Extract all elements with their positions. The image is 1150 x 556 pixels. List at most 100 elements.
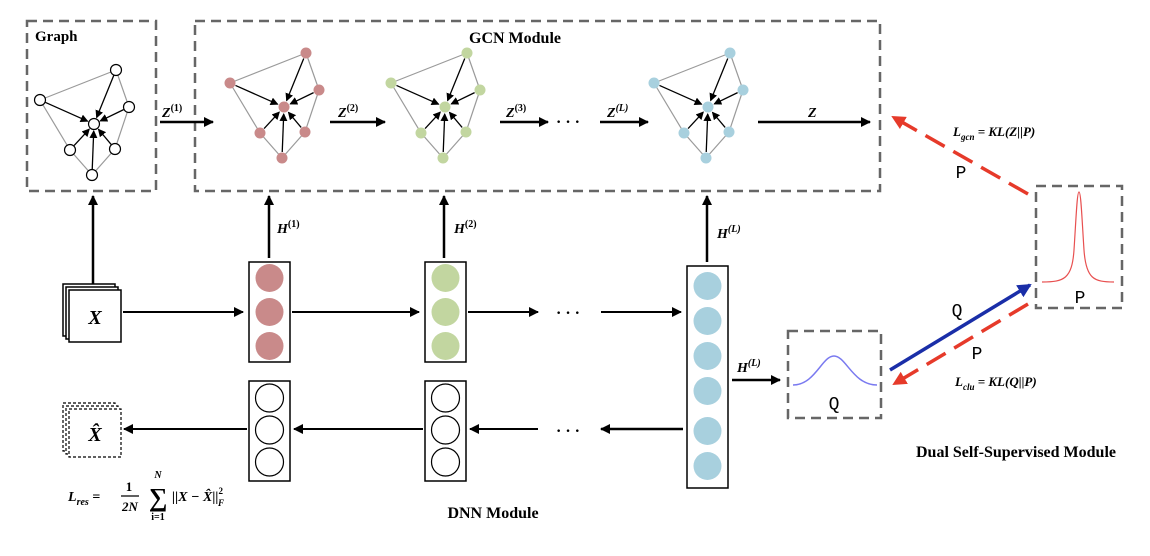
gcn-graph-l-node [648, 77, 660, 89]
gcn-graph-1-edge [281, 131, 306, 159]
gcn-graph-2-node [385, 77, 397, 89]
output-x-hat-stack: X̂ [62, 402, 122, 458]
svg-text:N: N [153, 470, 162, 481]
gcn-graph-l-edge [653, 52, 731, 84]
encoder-ellipsis: · · · [556, 305, 580, 322]
gcn-graph-l-edge [683, 132, 707, 159]
input-graph-node [87, 117, 101, 131]
input-graph-node [108, 142, 122, 156]
gcn-graph-2-edge [420, 132, 444, 159]
gcn-graph-layer-l [648, 47, 749, 164]
q-arrow-label: Q [952, 302, 963, 322]
decoder-ellipsis: · · · [556, 423, 580, 440]
gcn-graph-1-directed-edge [235, 84, 279, 105]
encoder-neurons [255, 264, 722, 480]
gcn-graph-1-node [278, 101, 290, 113]
q-distribution-box [786, 329, 883, 420]
input-x-stack: X [62, 283, 122, 343]
input-graph-directed-edge [99, 109, 124, 122]
gcn-graph-l-node [737, 84, 749, 96]
input-graph-node [33, 93, 47, 107]
gcn-graph-2-directed-edge [424, 111, 441, 130]
input-graph-node [63, 143, 77, 157]
encoder-l-neuron [693, 452, 722, 480]
gcn-graph-layer-1 [224, 47, 325, 164]
encoder-2-neuron [431, 298, 460, 326]
p-arrow-upper-label: P [956, 164, 967, 184]
zl-label: Z(L) [606, 103, 628, 121]
gcn-graph-2-node [437, 152, 449, 164]
gcn-graph-l-node [724, 47, 736, 59]
gcn-graph-2-directed-edge [396, 84, 440, 105]
input-graph-node [122, 100, 136, 114]
gcn-graph-1-edge [305, 52, 320, 91]
svg-text:∑: ∑ [149, 483, 168, 512]
encoder-1-neuron [255, 264, 284, 292]
input-graph-edge [39, 99, 71, 151]
gcn-graph-2-directed-edge [446, 58, 466, 102]
encoder-l-neuron [693, 342, 722, 370]
p-to-q-arrow [892, 302, 1029, 386]
gcn-graph-2-edge [465, 89, 481, 133]
z-output-label: Z [807, 106, 817, 121]
p-arrow-lower-label: P [972, 345, 983, 365]
x-label: X [87, 307, 102, 329]
q-distribution-curve [792, 355, 878, 386]
gcn-graph-1-directed-edge [287, 111, 302, 128]
gcn-graph-2-edge [466, 52, 481, 91]
dnn-module-title: DNN Module [447, 505, 538, 522]
input-graph-directed-edge [97, 128, 112, 145]
gcn-graph-2-directed-edge [440, 112, 449, 153]
encoder-l-neuron [693, 377, 722, 405]
gcn-graph-1-directed-edge [285, 58, 305, 102]
p-to-z-arrow [891, 115, 1029, 196]
svg-text:i=1: i=1 [151, 512, 164, 523]
q-box-label: Q [829, 395, 840, 415]
h1-label: H(1) [276, 219, 300, 237]
p-box-label: P [1075, 289, 1086, 309]
gcn-graph-l-directed-edge [709, 58, 729, 102]
hl-label: H(L) [716, 224, 741, 242]
decoder-2-neuron [430, 383, 461, 413]
encoder-2-neuron [431, 332, 460, 360]
gcn-graph-l-node [678, 127, 690, 139]
input-graph-directed-edge [73, 128, 90, 147]
z2-label: Z(2) [337, 103, 358, 121]
gcn-graph-l-edge [653, 82, 685, 134]
loss-gcn: Lgcn = KL(Z||P) [952, 124, 1035, 142]
gcn-graph-2-directed-edge [448, 111, 463, 128]
input-graph-edge [39, 69, 117, 101]
encoder-l-neuron [693, 417, 722, 445]
gcn-graph-2-node [439, 101, 451, 113]
hl-to-q-label: H(L) [736, 358, 761, 376]
gcn-graph-l-node [723, 126, 735, 138]
input-graph-directed-edge [45, 101, 89, 122]
q-to-p-arrow [889, 283, 1032, 372]
gcn-graph-1-edge [259, 132, 283, 159]
encoder-1-neuron [255, 332, 284, 360]
svg-text:Lres =: Lres = [67, 490, 100, 508]
graph-box [25, 19, 158, 193]
gcn-graph-l-directed-edge [687, 111, 704, 130]
gcn-graph-1-edge [229, 82, 261, 134]
input-graph-directed-edge [89, 129, 98, 170]
svg-text:2N: 2N [121, 499, 139, 514]
encoder-1-neuron [255, 298, 284, 326]
gcn-graph-1-directed-edge [289, 92, 314, 105]
gcn-graph-1-edge [229, 52, 307, 84]
gcn-graph-l-directed-edge [713, 92, 738, 105]
p-distribution-curve [1041, 191, 1115, 283]
gcn-graph-1-node [254, 127, 266, 139]
loss-clu: Lclu = KL(Q||P) [954, 374, 1037, 392]
decoder-1-neuron [254, 383, 285, 413]
gcn-graph-2-edge [390, 82, 422, 134]
x-hat-label: X̂ [87, 422, 102, 446]
gcn-graph-l-directed-edge [711, 111, 726, 128]
gcn-graph-2-node [461, 47, 473, 59]
decoder-2-neuron [430, 415, 461, 445]
gcn-graph-1-node [313, 84, 325, 96]
gcn-module-title: GCN Module [469, 30, 561, 47]
gcn-graph-1-node [224, 77, 236, 89]
